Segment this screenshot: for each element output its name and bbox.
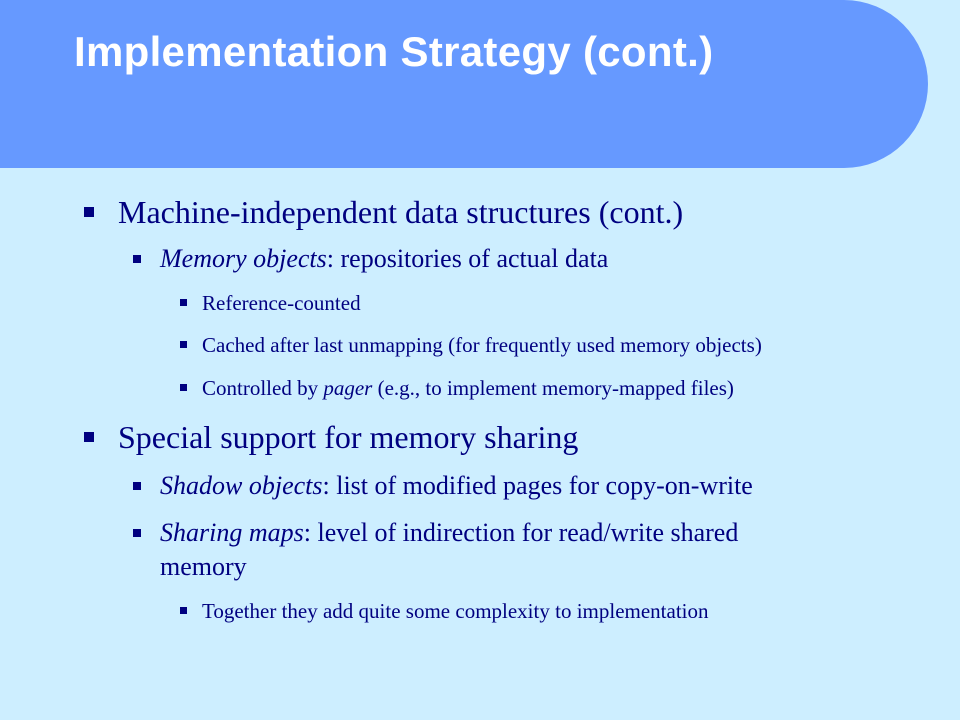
slide-title: Implementation Strategy (cont.) <box>74 28 714 75</box>
bullet-level-2: Memory objects: repositories of actual d… <box>133 244 609 274</box>
square-bullet-icon <box>180 384 187 391</box>
bullet-text: Machine-independent data structures (con… <box>118 194 684 230</box>
bullet-text: Together they add quite some complexity … <box>202 599 709 623</box>
square-bullet-icon <box>84 207 94 217</box>
bullet-level-1: Special support for memory sharing <box>84 419 579 455</box>
bullet-continuation: memory <box>160 552 247 582</box>
bullet-text: Shadow objects <box>160 471 323 500</box>
bullet-text: : list of modified pages for copy-on-wri… <box>322 471 753 500</box>
bullet-level-3: Together they add quite some complexity … <box>180 598 709 624</box>
square-bullet-icon <box>180 341 187 348</box>
bullet-text: pager <box>323 376 373 400</box>
bullet-level-3: Controlled by pager (e.g., to implement … <box>180 375 734 401</box>
bullet-text: Reference-counted <box>202 291 361 315</box>
bullet-text: Special support for memory sharing <box>118 419 579 455</box>
bullet-text: Cached after last unmapping (for frequen… <box>202 333 762 357</box>
bullet-text: (e.g., to implement memory-mapped files) <box>372 376 734 400</box>
square-bullet-icon <box>133 482 141 490</box>
bullet-text: : repositories of actual data <box>326 244 609 273</box>
bullet-text: Controlled by <box>202 376 324 400</box>
bullet-level-3: Reference-counted <box>180 290 361 316</box>
bullet-text: Memory objects <box>160 244 327 273</box>
bullet-level-2: Sharing maps: level of indirection for r… <box>133 518 739 548</box>
bullet-text: memory <box>160 552 247 581</box>
square-bullet-icon <box>180 299 187 306</box>
title-band <box>0 0 928 168</box>
bullet-level-1: Machine-independent data structures (con… <box>84 194 684 230</box>
square-bullet-icon <box>133 529 141 537</box>
bullet-text: Sharing maps <box>160 518 304 547</box>
square-bullet-icon <box>84 432 94 442</box>
square-bullet-icon <box>180 607 187 614</box>
square-bullet-icon <box>133 255 141 263</box>
bullet-level-3: Cached after last unmapping (for frequen… <box>180 332 762 358</box>
bullet-level-2: Shadow objects: list of modified pages f… <box>133 471 753 501</box>
bullet-text: : level of indirection for read/write sh… <box>303 518 739 547</box>
